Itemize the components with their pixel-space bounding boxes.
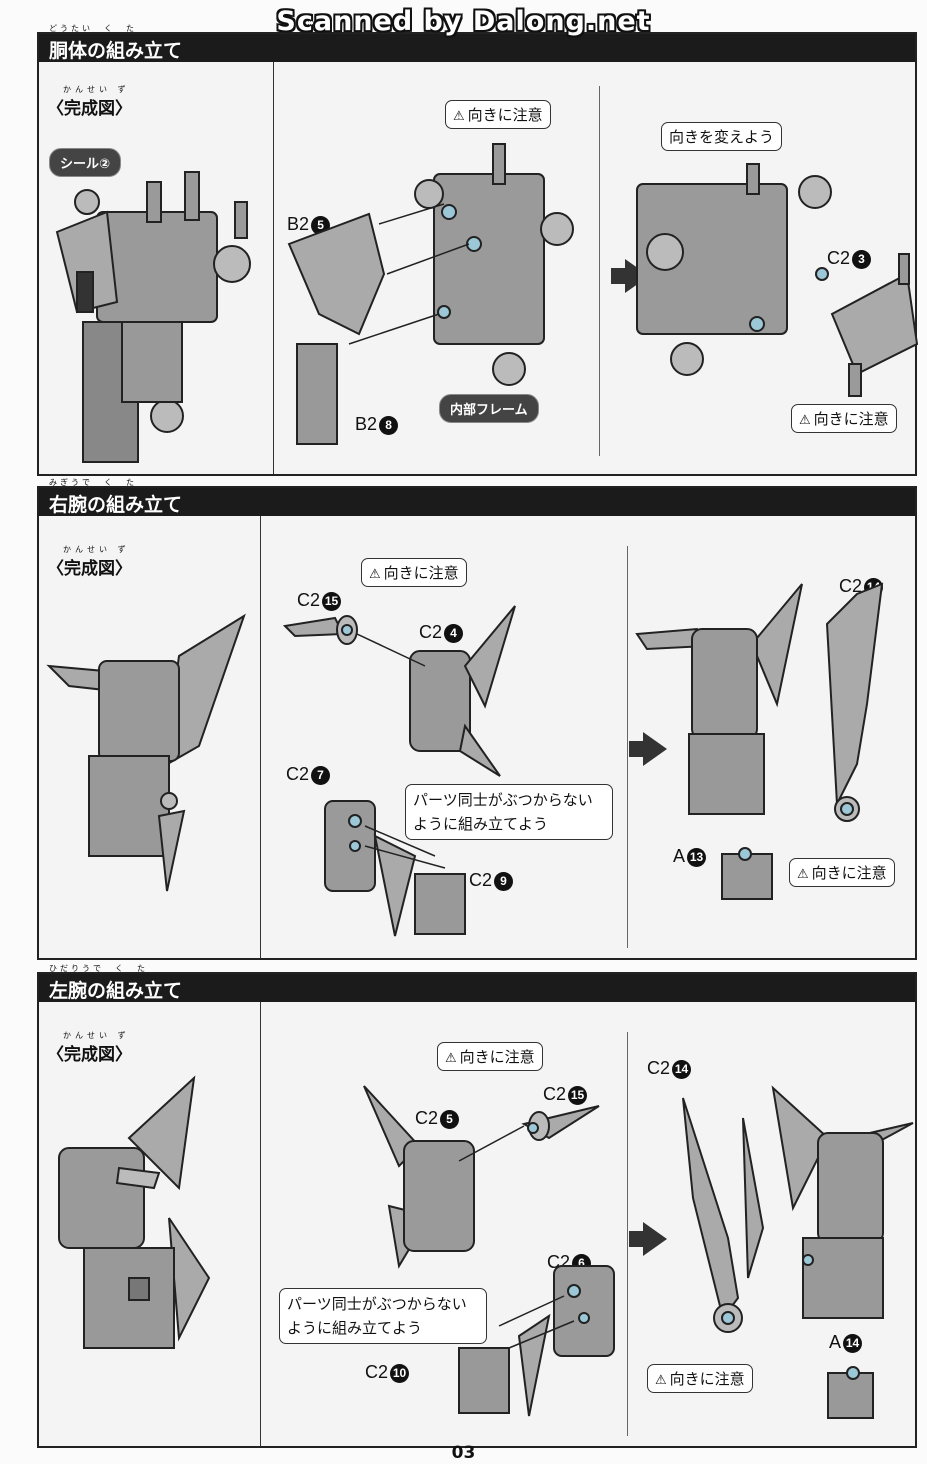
right-arm-completed-illustration [46,613,246,892]
left-arm-step1-illustration [363,1085,615,1417]
completed-diagram-label: かんせい ず〈完成図〉 [47,545,132,579]
title-ruby: どうたい く た [49,24,137,33]
completed-diagram-label: かんせい ず〈完成図〉 [47,1031,132,1065]
title-ruby: ひだりうで く た [49,964,148,973]
completed-diagram-label: かんせい ず〈完成図〉 [47,85,132,119]
right-arm-step1-illustration [282,605,516,937]
caution-callout: ⚠向きに注意 [791,404,897,433]
seal-label: シール② [49,148,122,177]
step-divider [627,546,628,948]
left-arm-completed-illustration [58,1075,211,1349]
section-header: ひだりうで く た 左腕の組み立て [39,964,915,1002]
caution-callout: ⚠向きに注意 [647,1364,753,1393]
page-number: 03 [451,1443,476,1463]
section-title: 左腕の組み立て [49,980,183,1002]
panel-divider [260,1002,261,1446]
section-header: どうたい く た 胴体の組み立て [39,24,915,62]
caution-callout: パーツ同士がぶつからないように組み立てよう [405,784,613,840]
step-divider [627,1032,628,1436]
caution-callout: パーツ同士がぶつからないように組み立てよう [279,1288,487,1344]
title-ruby: みぎうで く た [49,478,137,487]
right-arm-step2-illustration [635,582,884,900]
step-divider [599,86,600,456]
torso-completed-illustration [55,171,251,463]
inner-frame-label: 内部フレーム [439,394,539,423]
panel-divider [260,516,261,958]
caution-callout: ⚠向きに注意 [361,558,467,587]
change-direction-callout: 向きを変えよう [661,122,783,151]
caution-callout: ⚠向きに注意 [437,1042,543,1071]
left-arm-step2-illustration [682,1085,914,1419]
section-title: 胴体の組み立て [49,40,183,62]
caution-callout: ⚠向きに注意 [789,858,895,887]
section-header: みぎうで く た 右腕の組み立て [39,478,915,516]
step-arrow [629,1222,667,1256]
torso-step2-illustration [636,163,919,397]
watermark: Scanned by Dalong.net [276,6,651,37]
section-title: 右腕の組み立て [49,494,183,516]
caution-callout: ⚠向きに注意 [445,100,551,129]
panel-divider [273,62,274,474]
torso-step1-illustration [287,143,574,445]
step-arrow [629,732,667,766]
